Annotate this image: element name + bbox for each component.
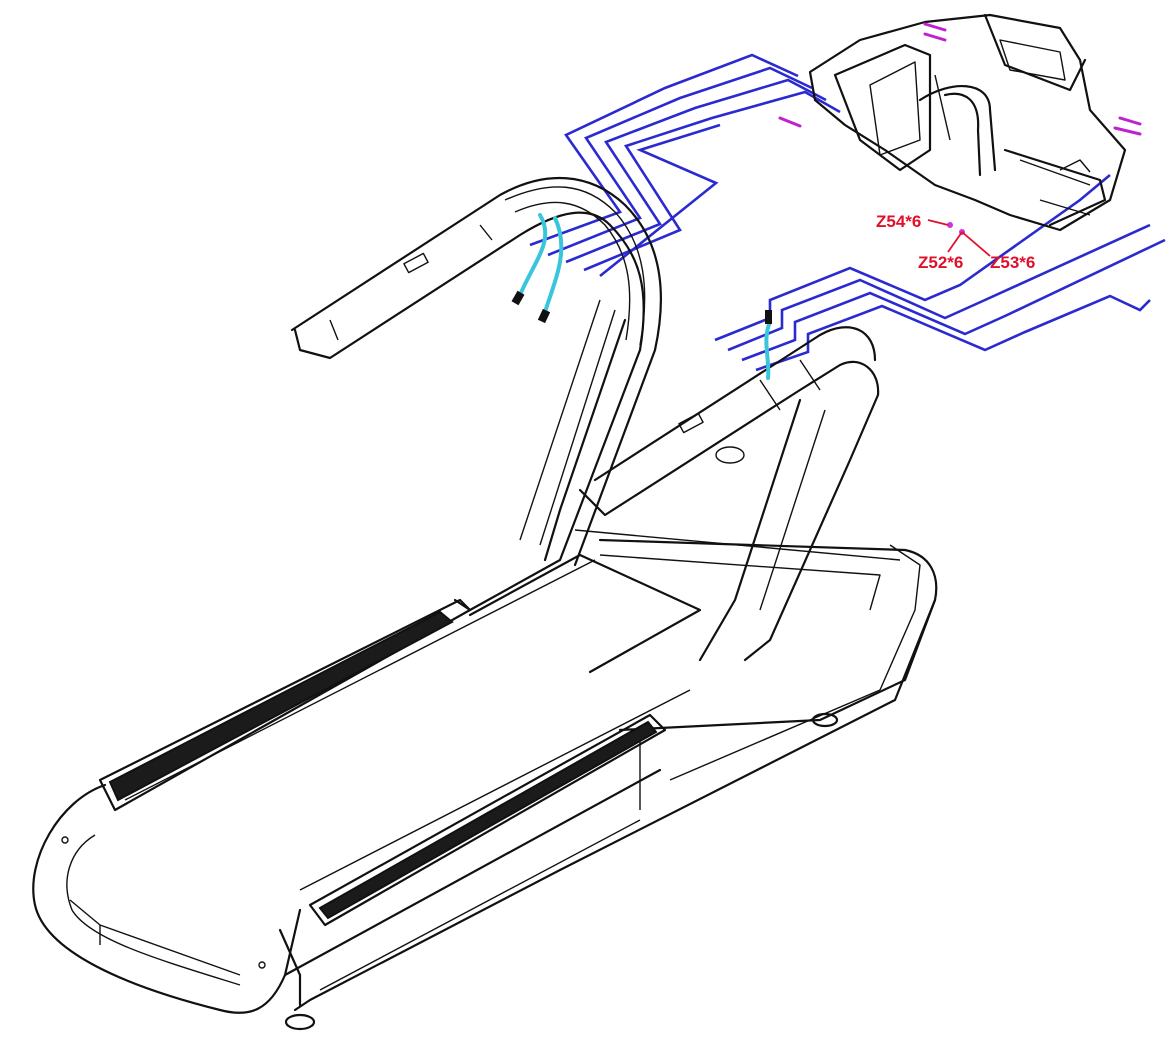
right-handrail bbox=[578, 326, 880, 662]
left-handrail bbox=[290, 176, 662, 612]
right-side-tread bbox=[318, 720, 658, 920]
callout-group: Z54*6 Z52*6 Z53*6 bbox=[876, 212, 1035, 272]
treadmill-base bbox=[32, 529, 938, 1031]
wire-harness-upper bbox=[529, 53, 841, 278]
cable-left bbox=[511, 213, 564, 324]
left-side-tread bbox=[108, 610, 454, 802]
callout-z53: Z53*6 bbox=[990, 253, 1035, 272]
callout-z52: Z52*6 bbox=[918, 253, 963, 272]
callout-z54: Z54*6 bbox=[876, 212, 921, 231]
connector-group bbox=[778, 22, 1142, 235]
console-assembly bbox=[808, 13, 1127, 232]
cable-right bbox=[764, 310, 772, 380]
